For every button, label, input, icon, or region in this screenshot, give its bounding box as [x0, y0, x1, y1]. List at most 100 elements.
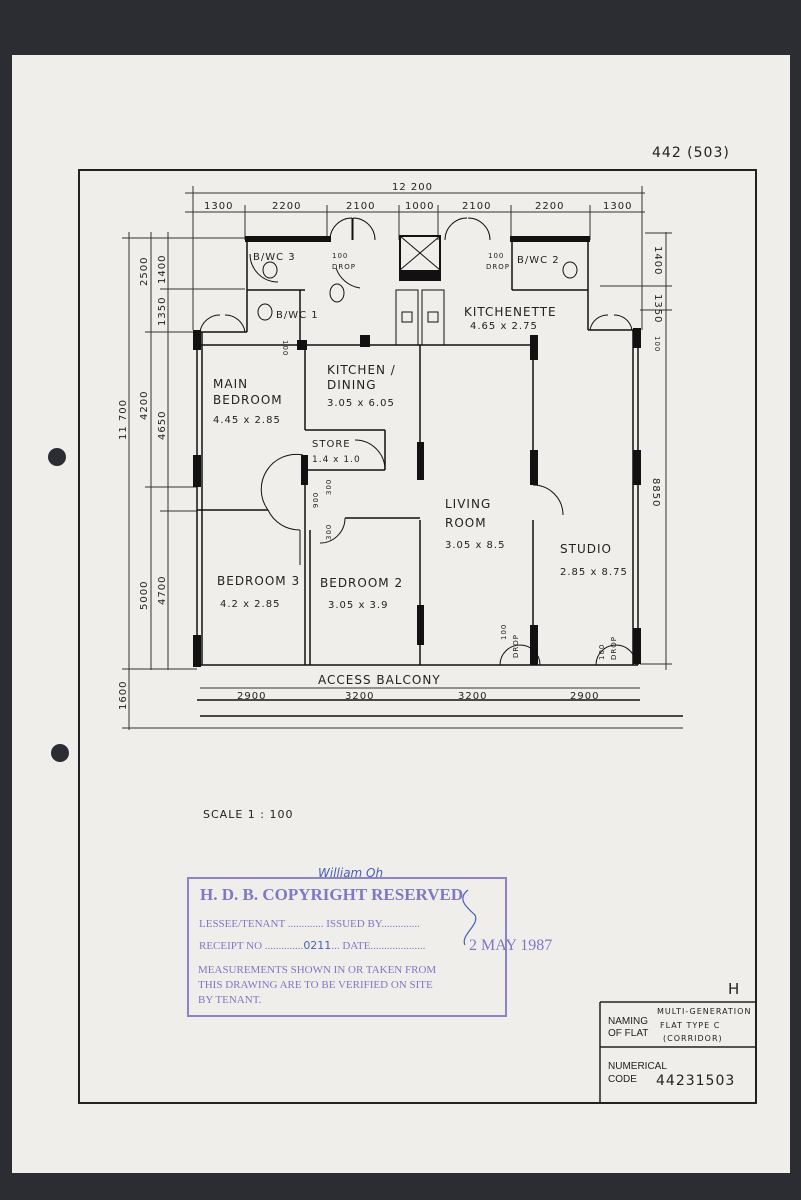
- room-bedroom3: BEDROOM 3 4.2 x 2.85: [217, 574, 300, 610]
- svg-text:5000: 5000: [139, 581, 150, 610]
- svg-text:4650: 4650: [157, 411, 168, 440]
- svg-text:OF FLAT: OF FLAT: [608, 1028, 648, 1039]
- svg-text:STUDIO: STUDIO: [560, 542, 612, 556]
- svg-text:11 700: 11 700: [118, 399, 129, 440]
- hdb-copyright-stamp: William Oh H. D. B. COPYRIGHT RESERVED L…: [187, 866, 552, 1017]
- top-dim-labels: 1300 2200 2100 1000 2100 2200 1300: [204, 201, 632, 212]
- right-dimensions: [600, 232, 672, 670]
- svg-text:4.45 x 2.85: 4.45 x 2.85: [213, 415, 281, 426]
- svg-text:300: 300: [325, 479, 333, 495]
- svg-text:DROP: DROP: [512, 634, 520, 658]
- svg-text:1350: 1350: [157, 297, 168, 326]
- svg-text:4.2 x 2.85: 4.2 x 2.85: [220, 599, 280, 610]
- svg-text:H. D. B. COPYRIGHT RESERVED: H. D. B. COPYRIGHT RESERVED: [200, 885, 463, 904]
- svg-text:1000: 1000: [405, 201, 434, 212]
- svg-text:NAMING: NAMING: [608, 1016, 648, 1027]
- wall-columns: [193, 235, 641, 667]
- svg-text:ROOM: ROOM: [445, 516, 487, 530]
- sheet-reference: 442 (503): [652, 145, 730, 161]
- room-bwc3: B/WC 3: [253, 252, 296, 263]
- svg-text:LIVING: LIVING: [445, 497, 491, 511]
- right-dim-labels: 1400 1350 100 8850: [650, 246, 663, 507]
- svg-text:1350: 1350: [652, 294, 663, 323]
- svg-text:3.05 x 3.9: 3.05 x 3.9: [328, 600, 388, 611]
- svg-text:LESSEE/TENANT ............. IS: LESSEE/TENANT ............. ISSUED BY...…: [199, 918, 420, 930]
- punch-hole: [48, 448, 66, 466]
- svg-text:4200: 4200: [139, 391, 150, 420]
- svg-text:MEASUREMENTS SHOWN IN OR TAKEN: MEASUREMENTS SHOWN IN OR TAKEN FROM: [198, 964, 436, 976]
- svg-text:DINING: DINING: [327, 378, 377, 392]
- room-kitchen-dining: KITCHEN /DINING 3.05 x 6.05: [327, 363, 396, 409]
- svg-text:1.4 x 1.0: 1.4 x 1.0: [312, 455, 361, 465]
- svg-text:3200: 3200: [458, 691, 487, 702]
- svg-text:3.05 x 6.05: 3.05 x 6.05: [327, 398, 395, 409]
- svg-text:CODE: CODE: [608, 1074, 637, 1085]
- top-dimensions: [185, 186, 645, 330]
- svg-text:MULTI-GENERATION: MULTI-GENERATION: [657, 1007, 751, 1016]
- svg-text:2900: 2900: [570, 691, 599, 702]
- access-balcony-label: ACCESS BALCONY: [318, 673, 441, 687]
- svg-text:DROP: DROP: [486, 263, 510, 271]
- svg-text:DROP: DROP: [610, 636, 618, 660]
- doors-fixtures: [199, 217, 637, 666]
- room-main-bedroom: MAIN BEDROOM 4.45 x 2.85: [213, 377, 283, 426]
- handwritten-name: William Oh: [318, 866, 383, 880]
- svg-text:8850: 8850: [650, 478, 661, 507]
- title-block: H NAMING OF FLAT MULTI-GENERATION FLAT T…: [599, 980, 756, 1103]
- total-width-dim: 12 200: [392, 182, 433, 193]
- left-dim-labels: 11 700 2500 4200 5000 1400 1350 4650 470…: [118, 255, 168, 710]
- svg-text:MAIN: MAIN: [213, 377, 248, 391]
- svg-text:FLAT TYPE C: FLAT TYPE C: [660, 1021, 720, 1030]
- svg-text:1300: 1300: [204, 201, 233, 212]
- svg-text:2200: 2200: [272, 201, 301, 212]
- scale-label: SCALE 1 : 100: [203, 808, 293, 821]
- svg-text:2900: 2900: [237, 691, 266, 702]
- svg-text:1400: 1400: [652, 246, 663, 275]
- walls: [196, 239, 683, 717]
- svg-text:2200: 2200: [535, 201, 564, 212]
- room-studio: STUDIO 2.85 x 8.75: [560, 542, 628, 578]
- stamp-date: 2 MAY 1987: [469, 937, 552, 954]
- svg-text:100: 100: [653, 336, 661, 352]
- svg-text:100: 100: [332, 252, 348, 260]
- svg-text:BEDROOM 3: BEDROOM 3: [217, 574, 300, 588]
- left-dimensions: [122, 232, 683, 730]
- svg-text:RECEIPT NO ..............0211.: RECEIPT NO ..............0211... DATE...…: [199, 939, 426, 952]
- svg-text:2100: 2100: [346, 201, 375, 212]
- svg-text:STORE: STORE: [312, 439, 351, 450]
- svg-text:BEDROOM: BEDROOM: [213, 393, 283, 407]
- svg-text:1400: 1400: [157, 255, 168, 284]
- room-store: STORE 1.4 x 1.0: [312, 439, 361, 465]
- svg-text:2.85 x 8.75: 2.85 x 8.75: [560, 567, 628, 578]
- svg-text:100: 100: [598, 644, 606, 660]
- svg-text:3200: 3200: [345, 691, 374, 702]
- room-living: LIVING ROOM 3.05 x 8.5: [445, 497, 505, 551]
- punch-hole: [51, 744, 69, 762]
- svg-text:KITCHEN /: KITCHEN /: [327, 363, 396, 377]
- room-bedroom2: BEDROOM 2 3.05 x 3.9: [320, 576, 403, 611]
- svg-text:100: 100: [281, 340, 289, 356]
- svg-text:THIS DRAWING ARE TO BE VERIFIE: THIS DRAWING ARE TO BE VERIFIED ON SITE: [198, 979, 433, 991]
- svg-text:4700: 4700: [157, 576, 168, 605]
- svg-text:2500: 2500: [139, 257, 150, 286]
- svg-text:2100: 2100: [462, 201, 491, 212]
- svg-text:BEDROOM 2: BEDROOM 2: [320, 576, 403, 590]
- bottom-dim-labels: 2900 3200 3200 2900: [200, 687, 640, 702]
- flat-letter: H: [728, 980, 740, 998]
- svg-text:100: 100: [488, 252, 504, 260]
- svg-text:DROP: DROP: [332, 263, 356, 271]
- svg-text:1300: 1300: [603, 201, 632, 212]
- svg-text:3.05 x 8.5: 3.05 x 8.5: [445, 540, 505, 551]
- svg-text:KITCHENETTE: KITCHENETTE: [464, 305, 557, 319]
- svg-text:100: 100: [500, 624, 508, 640]
- numerical-code: 44231503: [656, 1073, 735, 1089]
- room-bwc2: B/WC 2: [517, 255, 560, 266]
- svg-text:900: 900: [312, 492, 320, 508]
- drawing-frame: [78, 169, 757, 1104]
- svg-text:300: 300: [325, 524, 333, 540]
- svg-text:1600: 1600: [118, 681, 129, 710]
